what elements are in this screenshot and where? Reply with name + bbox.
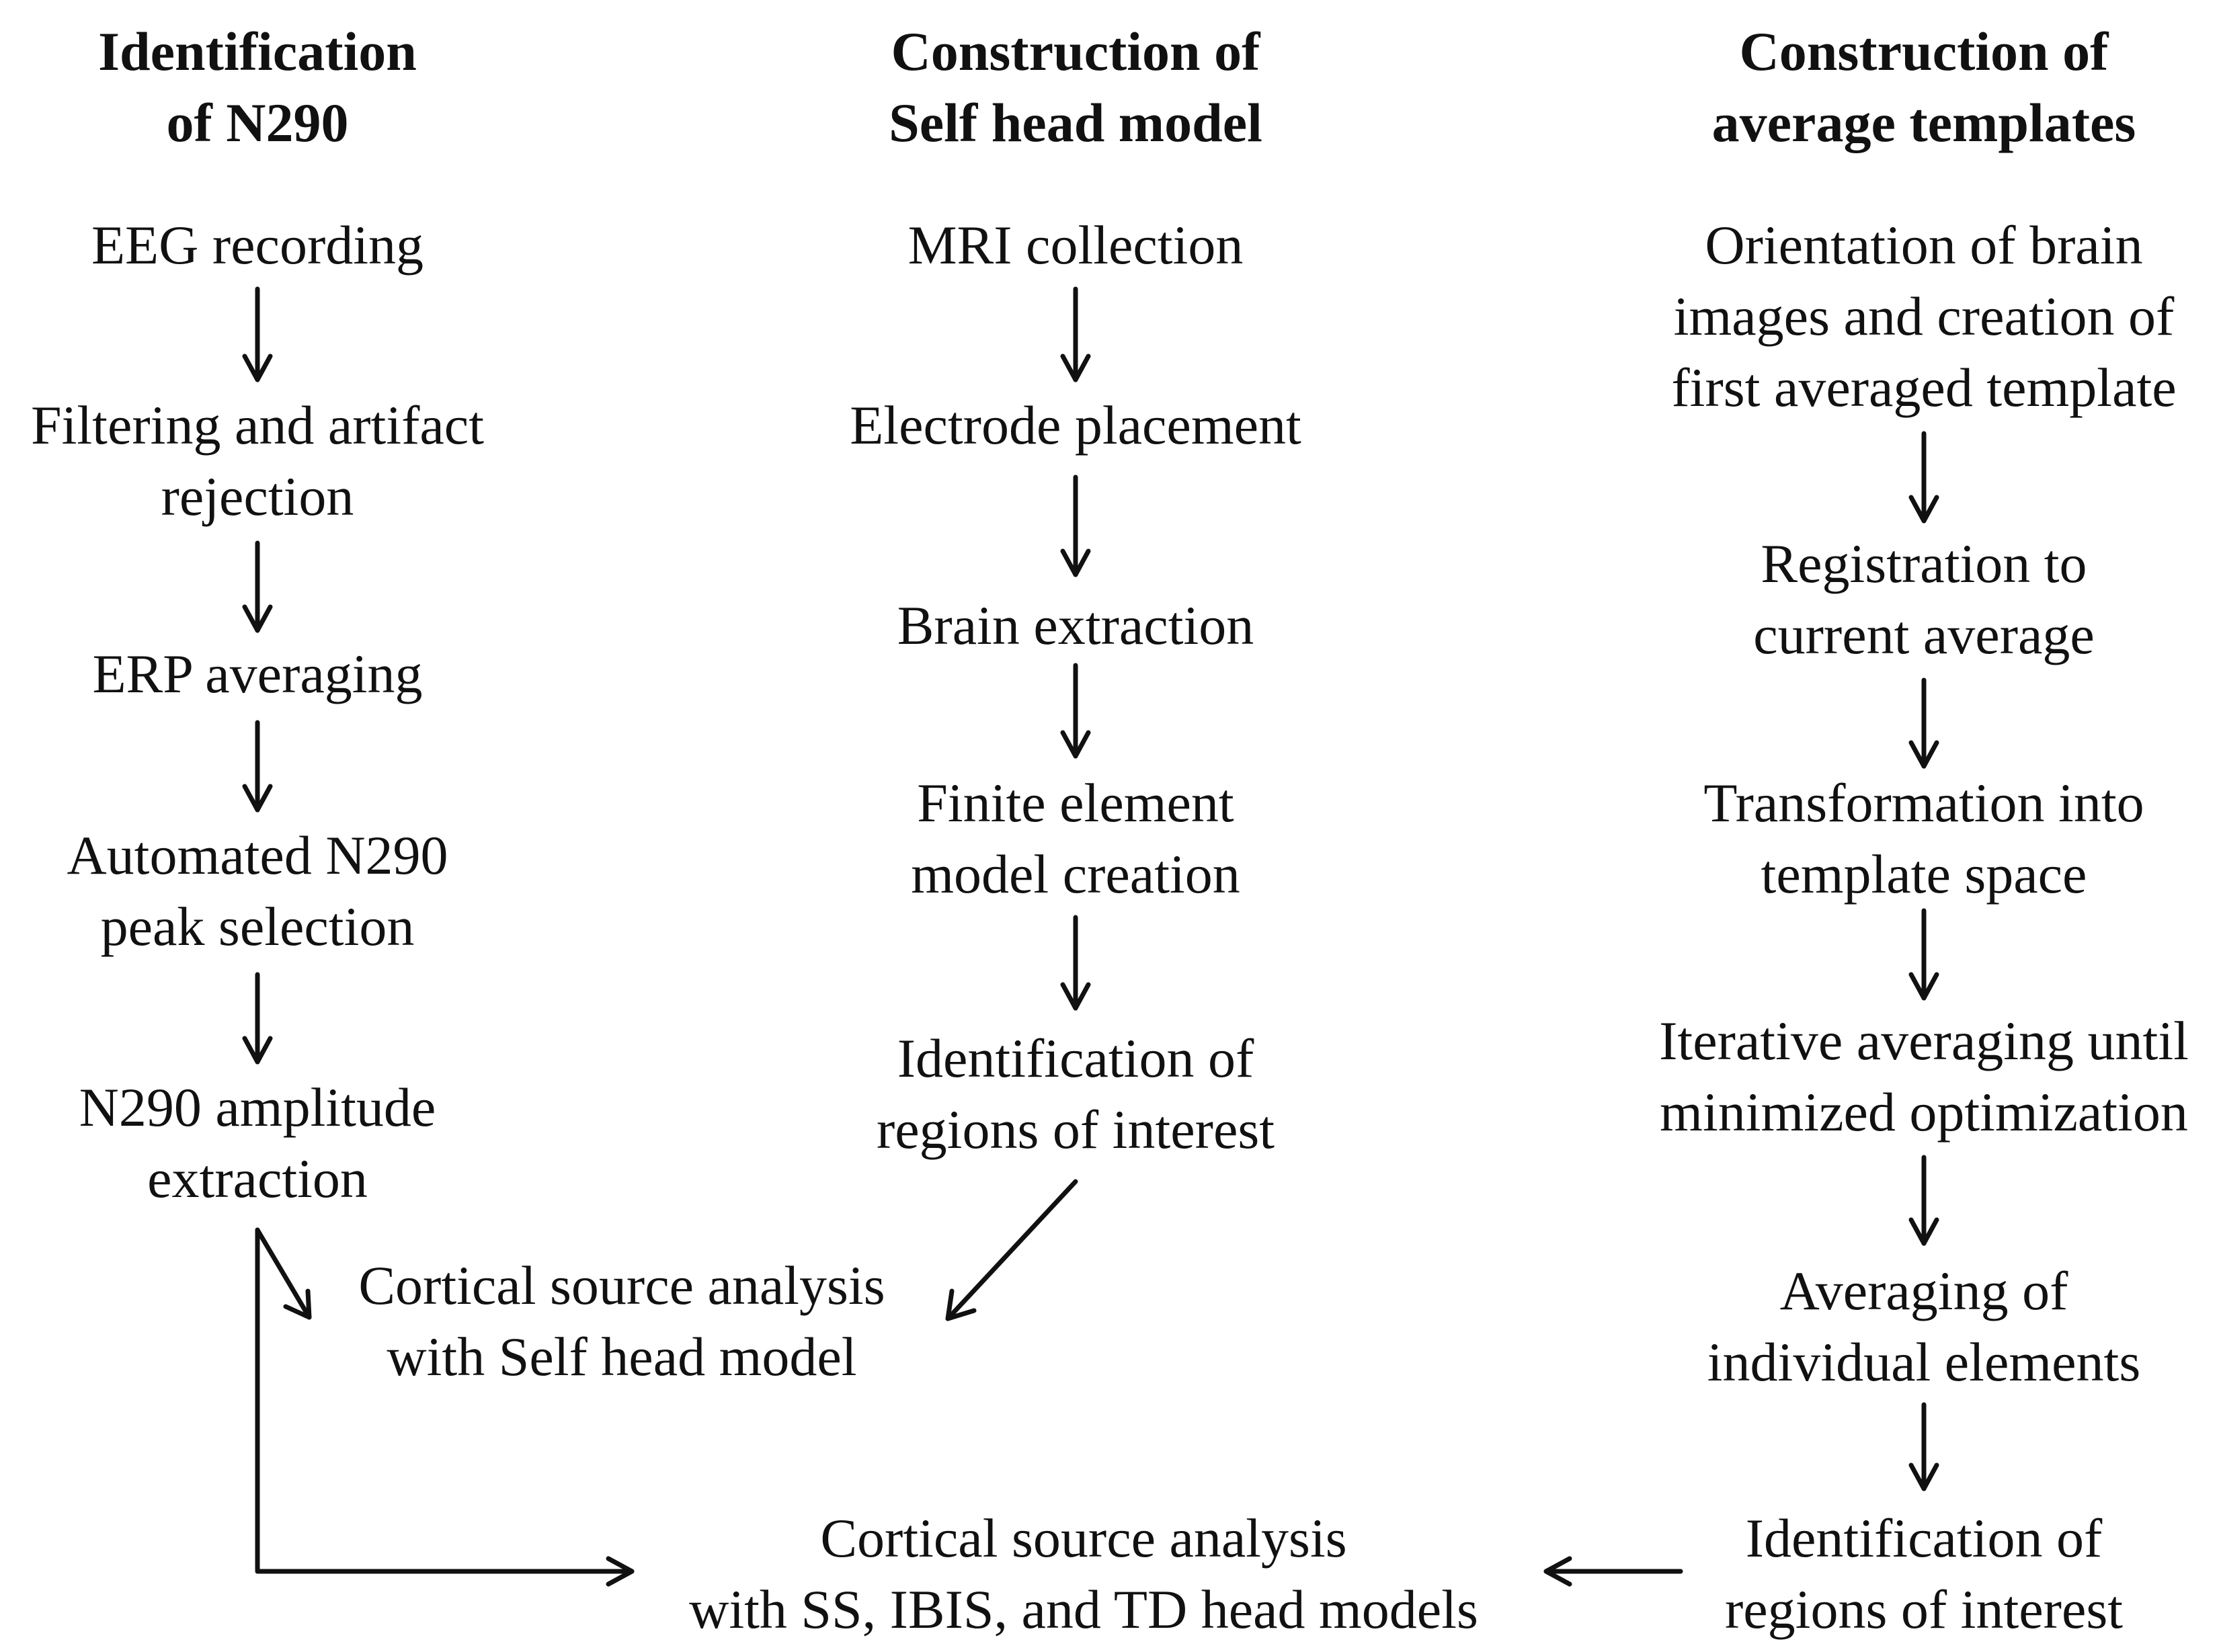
n290-step-erp-averaging: ERP averaging (92, 643, 423, 704)
self-step-electrode-placement: Electrode placement (850, 395, 1301, 456)
templates-column-header: Construction of average templates (1711, 21, 2136, 153)
n290-step-eeg-recording: EEG recording (91, 214, 424, 276)
templates-step-orientation: Orientation of brain images and creation… (1671, 214, 2177, 418)
n290-step-filtering: Filtering and artifact rejection (31, 395, 484, 527)
arrow-template-roi-to-template-analysis (1543, 1556, 1683, 1587)
n290-step-amplitude-extraction: N290 amplitude extraction (79, 1077, 436, 1209)
templates-step-iterative-averaging: Iterative averaging until minimized opti… (1659, 1010, 2189, 1143)
templates-arrow-5 (1908, 1402, 1939, 1491)
n290-arrow-4 (242, 972, 273, 1065)
templates-arrow-2 (1908, 677, 1939, 769)
n290-arrow-2 (242, 540, 273, 633)
self-column-header: Construction of Self head model (889, 21, 1262, 153)
output-template-head-models-analysis: Cortical source analysis with SS, IBIS, … (689, 1508, 1478, 1640)
self-arrow-2 (1060, 474, 1091, 577)
self-step-brain-extraction: Brain extraction (897, 595, 1254, 656)
templates-step-transformation: Transformation into template space (1703, 772, 2144, 905)
self-step-mri-collection: MRI collection (907, 214, 1244, 276)
n290-arrow-1 (242, 286, 273, 382)
templates-step-regions-of-interest: Identification of regions of interest (1724, 1508, 2124, 1640)
self-arrow-3 (1060, 663, 1091, 759)
templates-arrow-4 (1908, 1155, 1939, 1246)
templates-step-averaging-elements: Averaging of individual elements (1707, 1260, 2141, 1393)
n290-step-peak-selection: Automated N290 peak selection (67, 825, 448, 957)
arrow-n290-to-template-analysis (255, 1227, 635, 1587)
templates-arrow-1 (1908, 431, 1939, 524)
output-self-head-model-analysis: Cortical source analysis with Self head … (358, 1255, 885, 1387)
self-step-regions-of-interest: Identification of regions of interest (876, 1028, 1275, 1160)
arrow-n290-to-self-analysis (255, 1227, 312, 1320)
templates-arrow-3 (1908, 908, 1939, 1001)
arrow-self-roi-to-self-analysis (945, 1179, 1078, 1321)
self-arrow-1 (1060, 286, 1091, 382)
self-step-finite-element: Finite element model creation (911, 772, 1240, 905)
self-arrow-4 (1060, 915, 1091, 1011)
n290-arrow-3 (242, 720, 273, 813)
n290-column-header: Identification of N290 (98, 21, 417, 153)
templates-step-registration: Registration to current average (1753, 533, 2095, 665)
